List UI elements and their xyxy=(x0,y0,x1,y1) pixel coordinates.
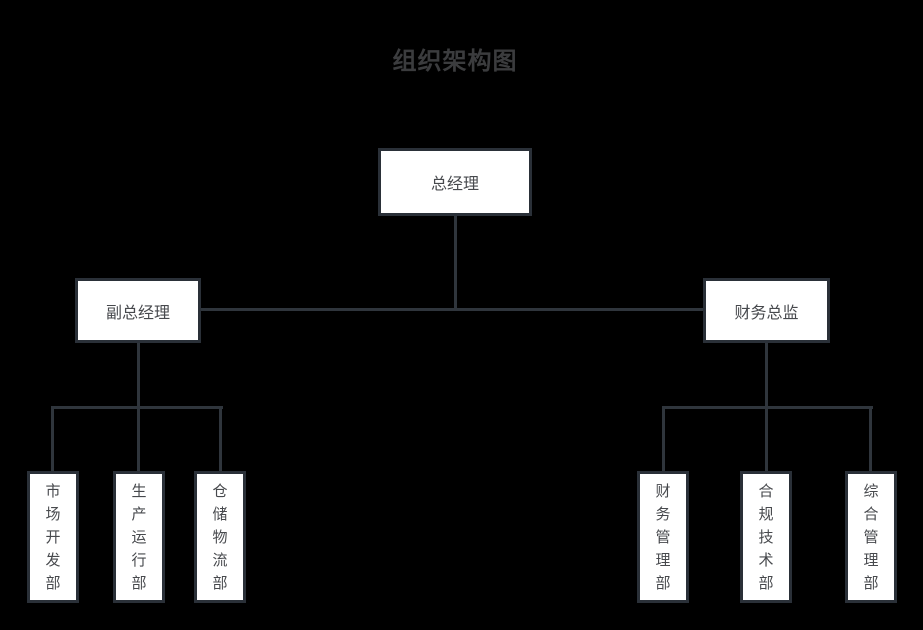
org-node-label: 仓 储 物 流 部 xyxy=(212,482,228,592)
org-node-general-manager: 总经理 xyxy=(378,148,532,216)
org-node-label: 副总经理 xyxy=(105,304,170,322)
connector-general-dept-drop xyxy=(869,406,872,471)
org-node-label: 综 合 管 理 部 xyxy=(863,482,879,592)
connector-warehouse-dept-drop xyxy=(219,406,222,471)
connector-cfo-drop xyxy=(765,341,768,409)
org-node-label: 财务总监 xyxy=(734,304,799,322)
connector-production-dept-drop xyxy=(137,406,140,471)
org-node-production-operation-dept: 生 产 运 行 部 xyxy=(113,471,165,603)
connector-trunk-horizontal xyxy=(200,308,704,311)
org-node-finance-director: 财务总监 xyxy=(703,278,830,343)
org-node-deputy-general-manager: 副总经理 xyxy=(75,278,201,343)
connector-ceo-to-trunk xyxy=(454,214,457,310)
connector-finance-dept-drop xyxy=(662,406,665,471)
org-node-market-development-dept: 市 场 开 发 部 xyxy=(27,471,79,603)
org-node-label: 总经理 xyxy=(430,176,479,193)
org-node-finance-management-dept: 财 务 管 理 部 xyxy=(637,471,689,603)
org-node-label: 合 规 技 术 部 xyxy=(758,482,774,592)
connector-vp-drop xyxy=(137,341,140,409)
org-node-label: 生 产 运 行 部 xyxy=(131,482,147,592)
connector-market-dept-drop xyxy=(51,406,54,471)
org-node-label: 财 务 管 理 部 xyxy=(655,482,671,592)
org-node-compliance-technology-dept: 合 规 技 术 部 xyxy=(740,471,792,603)
connector-compliance-dept-drop xyxy=(765,406,768,471)
org-node-label: 市 场 开 发 部 xyxy=(45,482,61,592)
org-node-general-management-dept: 综 合 管 理 部 xyxy=(845,471,897,603)
chart-title: 组织架构图 xyxy=(392,48,518,75)
org-node-warehouse-logistics-dept: 仓 储 物 流 部 xyxy=(194,471,246,603)
